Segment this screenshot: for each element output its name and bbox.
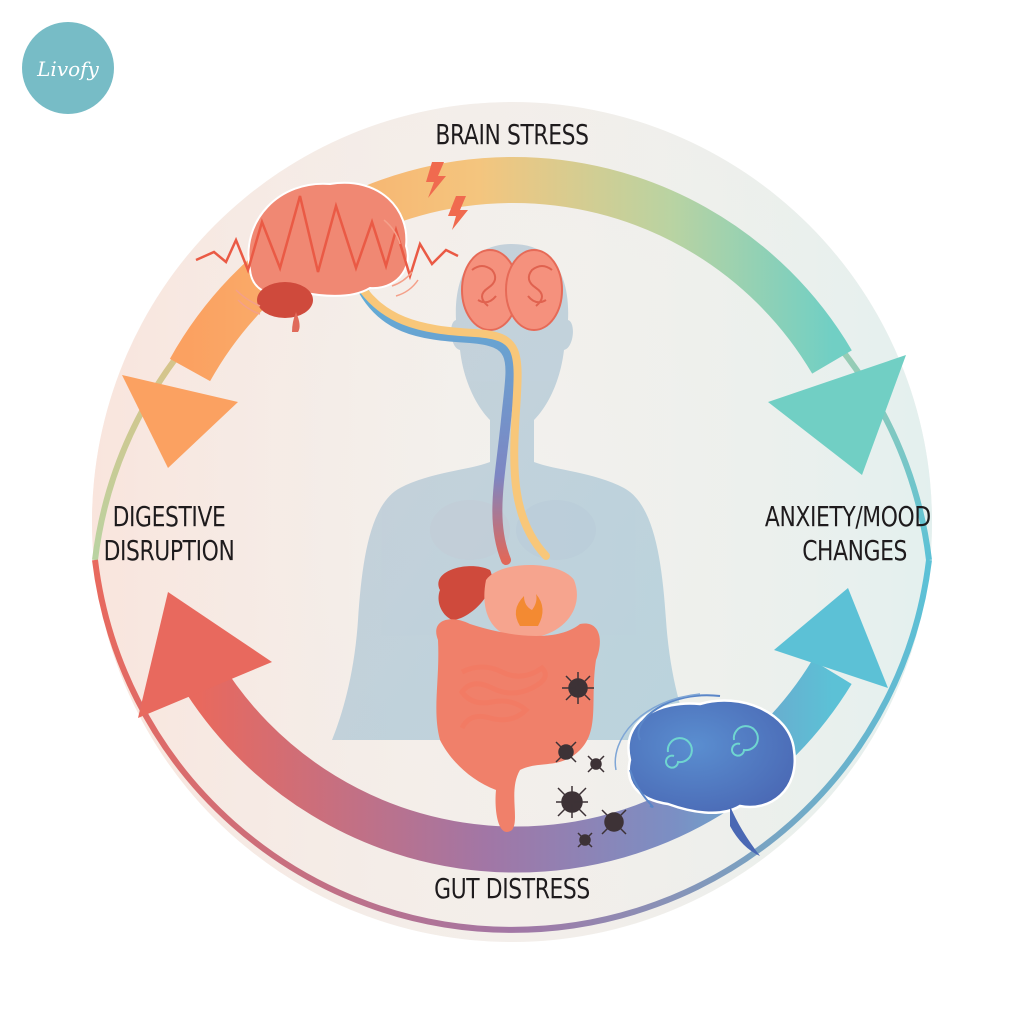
virus-icon bbox=[577, 832, 593, 848]
virus-icon bbox=[587, 755, 605, 773]
label-digestive-line1: DIGESTIVE bbox=[112, 500, 226, 533]
virus-icon bbox=[555, 741, 577, 763]
vagus-nerve-connection bbox=[350, 272, 550, 565]
lightning-bolt-icon bbox=[426, 162, 468, 230]
virus-icons bbox=[555, 672, 627, 848]
label-anxiety-line1: ANXIETY/MOOD bbox=[764, 500, 931, 533]
central-brain-illustration bbox=[461, 249, 563, 331]
label-gut-distress: GUT DISTRESS bbox=[434, 872, 590, 905]
label-anxiety-line2: CHANGES bbox=[802, 534, 908, 567]
arrowhead-to-anxiety bbox=[768, 355, 906, 475]
label-digestive-disruption: DIGESTIVE DISRUPTION bbox=[103, 500, 236, 568]
label-anxiety-mood-changes: ANXIETY/MOOD CHANGES bbox=[764, 500, 931, 568]
anxious-brain-illustration bbox=[614, 693, 797, 856]
virus-icon bbox=[562, 672, 594, 704]
arrowhead-to-digestive bbox=[122, 375, 238, 468]
outer-ring-bottom bbox=[92, 559, 932, 933]
virus-icon bbox=[601, 809, 627, 835]
arrowhead-to-digestive-from-gut bbox=[138, 592, 272, 718]
virus-icon bbox=[556, 786, 588, 818]
arrowhead-to-anxiety-from-gut bbox=[774, 588, 888, 688]
logo-text: Livofy bbox=[36, 57, 99, 81]
label-digestive-line2: DISRUPTION bbox=[103, 534, 235, 567]
stressed-brain-illustration bbox=[195, 181, 459, 332]
livofy-logo: Livofy bbox=[22, 22, 114, 114]
label-brain-stress: BRAIN STRESS bbox=[435, 118, 589, 151]
digestive-system-illustration bbox=[436, 565, 600, 832]
